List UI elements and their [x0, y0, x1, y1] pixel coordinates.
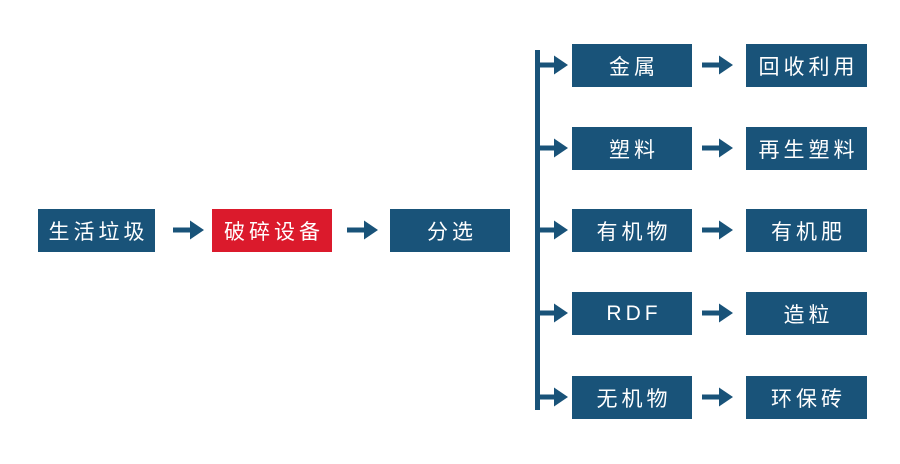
flow-node-eco-brick: 环保砖 [746, 376, 867, 419]
arrow-right-icon [702, 387, 733, 407]
arrow-right-icon [537, 303, 568, 323]
arrow-right-icon [173, 220, 204, 240]
arrow-right-icon [537, 55, 568, 75]
flow-node-organic-matter: 有机物 [572, 209, 692, 252]
flow-node-rdf: RDF [572, 292, 692, 335]
flow-node-crushing-equipment: 破碎设备 [212, 209, 332, 252]
arrow-right-icon [537, 387, 568, 407]
flow-node-recycled-plastic: 再生塑料 [746, 127, 867, 170]
flow-node-household-waste: 生活垃圾 [38, 209, 155, 252]
flow-node-sorting: 分选 [390, 209, 510, 252]
flow-node-inorganic-matter: 无机物 [572, 376, 692, 419]
arrow-right-icon [537, 138, 568, 158]
flow-node-metal: 金属 [572, 44, 692, 87]
flow-node-plastic: 塑料 [572, 127, 692, 170]
arrow-right-icon [347, 220, 378, 240]
arrow-right-icon [702, 55, 733, 75]
arrow-right-icon [537, 220, 568, 240]
arrow-right-icon [702, 220, 733, 240]
flow-node-granulation: 造粒 [746, 292, 867, 335]
flow-node-recycling: 回收利用 [746, 44, 867, 87]
arrow-right-icon [702, 138, 733, 158]
flow-node-organic-fertilizer: 有机肥 [746, 209, 867, 252]
arrow-right-icon [702, 303, 733, 323]
